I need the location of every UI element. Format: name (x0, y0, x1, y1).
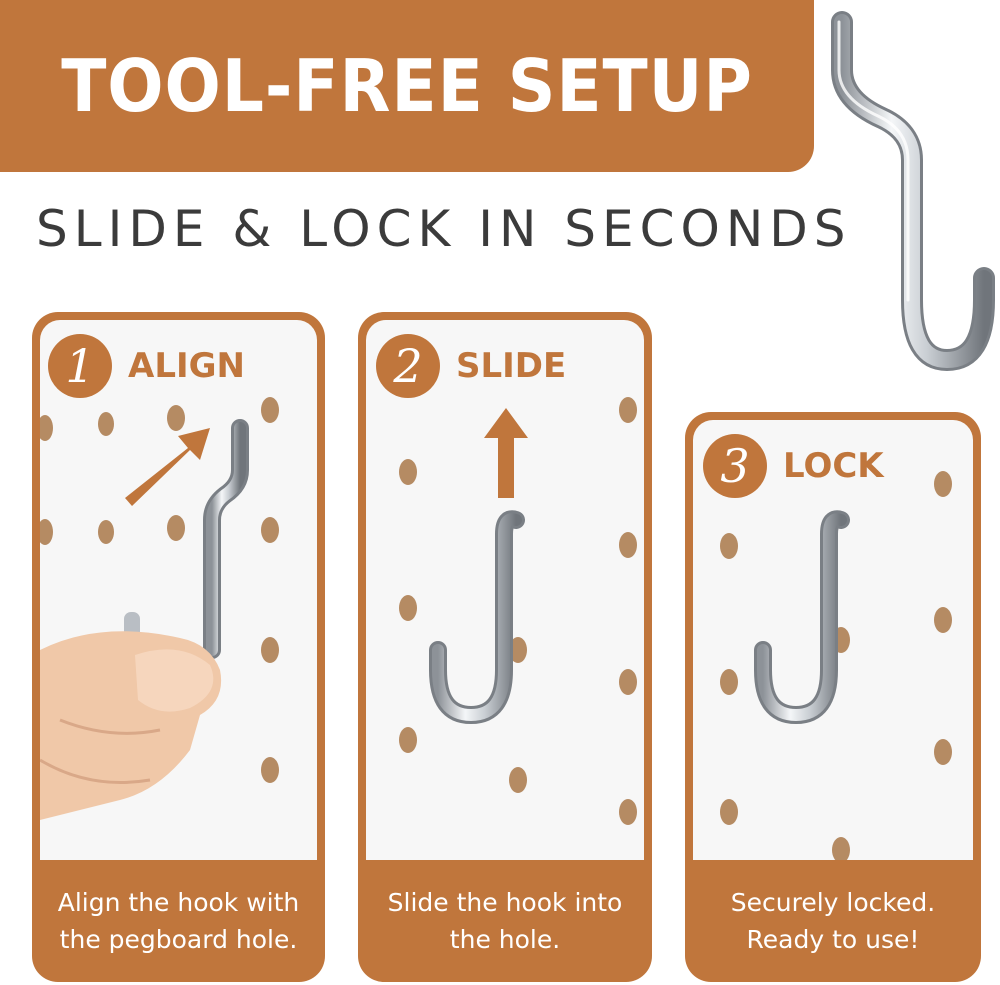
pegboard-hook-icon (831, 11, 995, 371)
step-card-lock: 3 LOCK Securely locked. Ready to use! (685, 412, 981, 982)
caption-line: Align the hook with (57, 888, 300, 917)
arrow-up-right-icon (125, 428, 210, 506)
step-caption: Slide the hook into the hole. (358, 860, 652, 982)
step-number: 2 (376, 334, 440, 398)
pegboard-illustration (399, 397, 637, 825)
pegboard-holes (399, 397, 637, 825)
step-header: 1 ALIGN (48, 334, 245, 398)
caption-line: Ready to use! (746, 925, 920, 954)
step-caption: Align the hook with the pegboard hole. (32, 860, 325, 982)
step-label: SLIDE (456, 346, 567, 386)
step-label: LOCK (783, 446, 884, 486)
pegboard-panel (40, 320, 317, 860)
step-number: 3 (703, 434, 767, 498)
caption-line: the pegboard hole. (59, 925, 298, 954)
step-header: 2 SLIDE (376, 334, 566, 398)
hand-illustration (40, 631, 222, 820)
caption-line: Securely locked. (730, 888, 936, 917)
step-header: 3 LOCK (703, 434, 884, 498)
step-card-align: 1 ALIGN Align the hook with the pegboard… (32, 312, 325, 982)
step-caption: Securely locked. Ready to use! (685, 860, 981, 982)
header-banner (0, 0, 814, 172)
pegboard-illustration (40, 397, 279, 820)
page-subtitle: SLIDE & LOCK IN SECONDS (36, 200, 852, 258)
pegboard-holes (720, 471, 952, 860)
pegboard-illustration (720, 471, 952, 860)
caption-line: Slide the hook into (387, 888, 623, 917)
caption-line: the hole. (449, 925, 561, 954)
step-label: ALIGN (128, 346, 245, 386)
step-number: 1 (48, 334, 112, 398)
step-card-slide: 2 SLIDE Slide the hook into the hole. (358, 312, 652, 982)
arrow-up-icon (484, 408, 528, 498)
pegboard-holes (40, 397, 279, 783)
pegboard-panel (366, 320, 644, 860)
page-title: TOOL-FREE SETUP (61, 44, 753, 128)
